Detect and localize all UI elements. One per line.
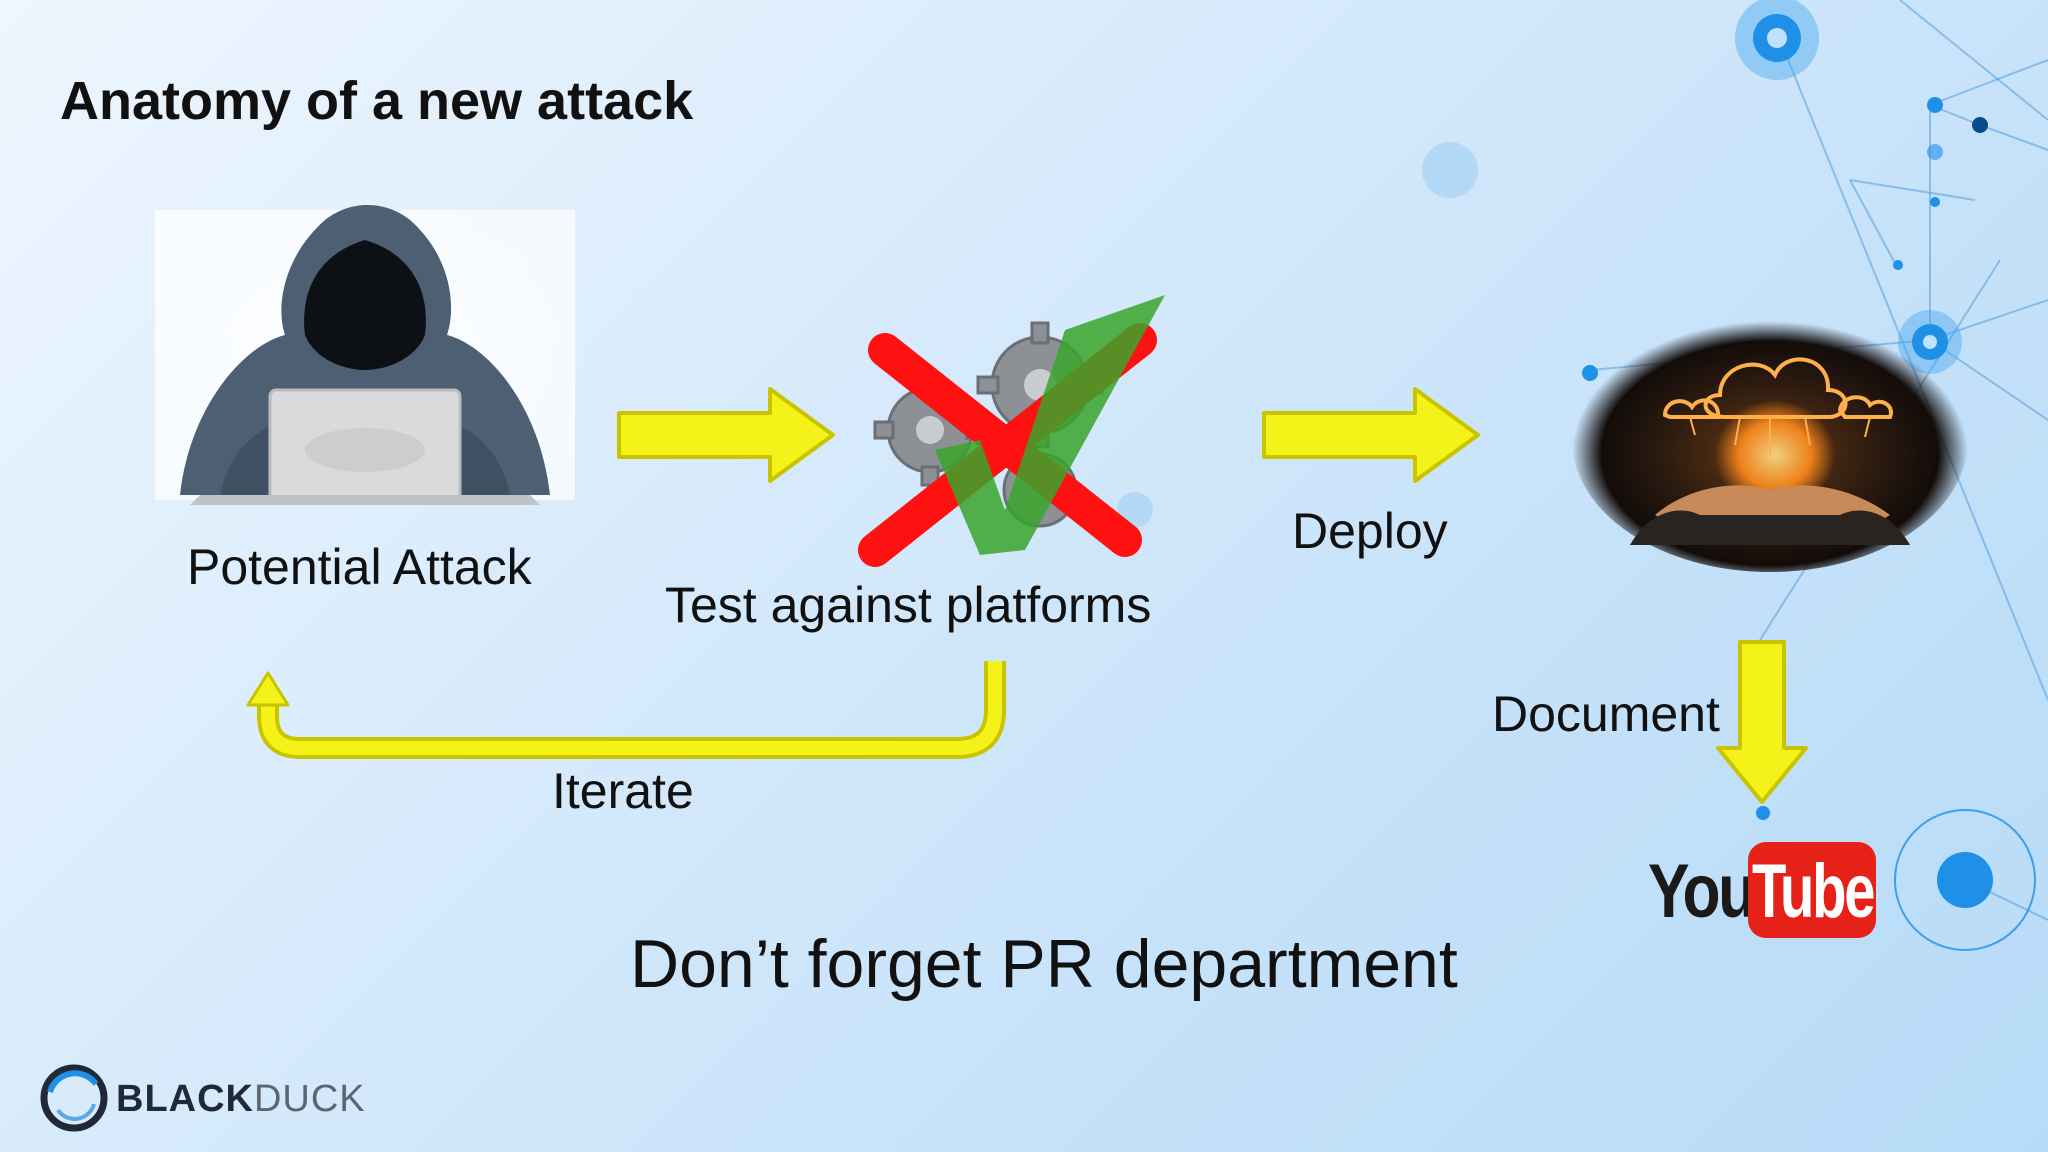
arrow-document: [1716, 640, 1808, 804]
youtube-you-text: You: [1648, 849, 1756, 934]
arrow-iterate: [246, 661, 1006, 759]
youtube-logo: You Tube: [1648, 842, 1876, 938]
youtube-tube-box: [1748, 842, 1876, 938]
slide-title: Anatomy of a new attack: [60, 71, 694, 131]
hooded-hacker-icon: [145, 205, 585, 505]
blackduck-logo-icon: [40, 1064, 108, 1132]
deploy-label: Deploy: [1292, 503, 1448, 559]
blackduck-wordmark: BLACKDUCK: [116, 1078, 366, 1121]
gears-cross-check-icon: [858, 295, 1165, 567]
youtube-tube-text: Tube: [1752, 849, 1876, 934]
blackduck-light: DUCK: [253, 1078, 366, 1120]
blackduck-bold: BLACK: [116, 1078, 254, 1120]
pr-department-note: Don’t forget PR department: [630, 926, 1458, 1002]
document-label: Document: [1492, 686, 1720, 742]
iterate-label: Iterate: [552, 763, 694, 819]
cloud-in-hands-icon: [1572, 308, 1968, 572]
test-platforms-label: Test against platforms: [665, 577, 1152, 633]
potential-attack-label: Potential Attack: [187, 539, 532, 595]
arrow-deploy: [1262, 387, 1480, 483]
arrow-to-test: [617, 387, 835, 483]
